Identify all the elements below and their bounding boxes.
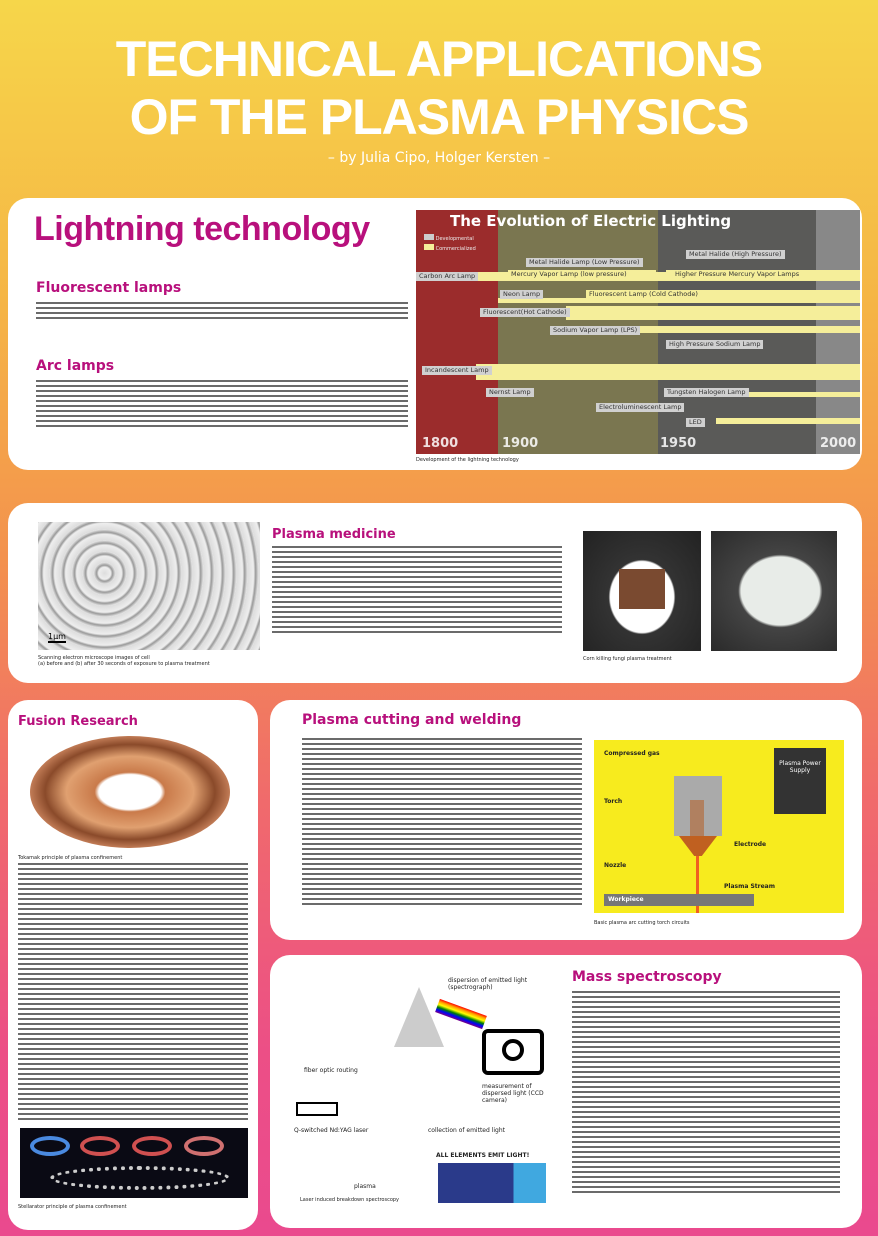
lamp-label: Carbon Arc Lamp: [416, 272, 479, 281]
lighting-section: Lightning technology Fluorescent lamps A…: [8, 198, 862, 470]
measurement-label: measurement of dispersed light (CCD came…: [482, 1083, 544, 1104]
plasma-torch-diagram: Compressed gas Torch Electrode Nozzle Pl…: [594, 740, 844, 913]
body-text-block: [18, 863, 248, 1121]
spectro-caption: Laser induced breakdown spectroscopy: [300, 1197, 400, 1203]
lamp-label: LED: [686, 418, 705, 427]
nozzle-label: Nozzle: [604, 862, 627, 869]
micrograph-caption: Scanning electron microscope images of c…: [38, 655, 150, 661]
periodic-table-title: ALL ELEMENTS EMIT LIGHT!: [436, 1152, 530, 1159]
arc-heading: Arc lamps: [36, 358, 115, 374]
spectrum-rays: [435, 998, 487, 1030]
body-text-block: [36, 302, 408, 322]
treated-corn-photo: [583, 531, 701, 651]
lamp-label: Metal Halide Lamp (Low Pressure): [526, 258, 643, 267]
lamp-label: Higher Pressure Mercury Vapor Lamps: [672, 270, 803, 279]
libs-diagram: dispersion of emitted light (spectrograp…: [286, 967, 556, 1212]
power-supply-label: Plasma Power Supply: [774, 748, 826, 814]
dispersion-label: dispersion of emitted light (spectrograp…: [448, 977, 528, 991]
gas-label: Compressed gas: [604, 750, 660, 757]
spectroscopy-section: dispersion of emitted light (spectrograp…: [270, 955, 862, 1228]
plasma-label: plasma: [354, 1183, 376, 1190]
electrode-label: Electrode: [734, 841, 767, 848]
body-text-block: [302, 738, 582, 906]
lighting-evolution-chart: The Evolution of Electric Lighting Devel…: [416, 210, 860, 454]
cutting-heading: Plasma cutting and welding: [302, 712, 522, 728]
periodic-table-image: [438, 1163, 546, 1203]
prism-icon: [394, 987, 444, 1047]
tokamak-image: [30, 736, 230, 848]
lamp-label: Electroluminescent Lamp: [596, 403, 685, 412]
cutting-section: Plasma cutting and welding Compressed ga…: [270, 700, 862, 940]
micrograph-caption: (a) before and (b) after 30 seconds of e…: [38, 661, 210, 667]
spectro-heading: Mass spectroscopy: [572, 969, 722, 985]
section-title: Lightning technology: [34, 210, 370, 248]
medicine-section: 1μm Scanning electron microscope images …: [8, 503, 862, 683]
year-tick: 2000: [820, 436, 857, 451]
body-text-block: [36, 380, 408, 430]
lamp-label: Sodium Vapor Lamp (LPS): [550, 326, 641, 335]
laser-icon: [296, 1102, 338, 1116]
workpiece-label: Workpiece: [608, 896, 644, 903]
authors: – by Julia Cipo, Holger Kersten –: [327, 150, 551, 166]
stellarator-image: [20, 1128, 248, 1198]
poster-title-line1: TECHNICAL APPLICATIONS: [115, 31, 764, 87]
poster-title-line2: OF THE PLASMA PHYSICS: [129, 89, 750, 145]
torch-label: Torch: [604, 798, 623, 805]
chart-legend: Developmental Commercialized: [424, 234, 476, 254]
scale-bar-label: 1μm: [48, 632, 66, 643]
chart-caption: Development of the lightning technology: [416, 457, 519, 463]
fluorescent-heading: Fluorescent lamps: [36, 280, 182, 296]
lamp-label: Tungsten Halogen Lamp: [664, 388, 749, 397]
fusion-heading: Fusion Research: [18, 714, 138, 729]
medicine-heading: Plasma medicine: [272, 527, 396, 542]
cutting-caption: Basic plasma arc cutting torch circuits: [594, 920, 690, 926]
electron-micrograph-image: 1μm: [38, 522, 260, 650]
lamp-label: High Pressure Sodium Lamp: [666, 340, 764, 349]
lamp-label: Nernst Lamp: [486, 388, 534, 397]
body-text-block: [572, 991, 840, 1195]
laser-label: Q-switched Nd:YAG laser: [294, 1127, 369, 1134]
photo-caption: Corn killing fungi plasma treatment: [583, 656, 672, 662]
untreated-photo: [711, 531, 837, 651]
year-tick: 1950: [660, 436, 697, 451]
camera-icon: [482, 1029, 544, 1075]
lamp-label: Metal Halide (High Pressure): [686, 250, 785, 259]
lamp-label: Fluorescent Lamp (Cold Cathode): [586, 290, 701, 299]
lamp-label: Fluorescent(Hot Cathode): [480, 308, 570, 317]
body-text-block: [272, 546, 562, 634]
stellarator-caption: Stellarator principle of plasma confinem…: [18, 1204, 127, 1210]
fusion-section: Fusion Research Tokamak principle of pla…: [8, 700, 258, 1230]
collection-label: collection of emitted light: [428, 1127, 505, 1134]
tokamak-caption: Tokamak principle of plasma confinement: [18, 855, 123, 861]
plasma-stream-label: Plasma Stream: [724, 883, 775, 890]
year-tick: 1800: [422, 436, 459, 451]
workpiece: Workpiece: [604, 894, 754, 906]
lamp-label: Neon Lamp: [500, 290, 544, 299]
chart-title: The Evolution of Electric Lighting: [450, 212, 732, 230]
year-tick: 1900: [502, 436, 539, 451]
lamp-label: Incandescent Lamp: [422, 366, 492, 375]
fiber-label: fiber optic routing: [304, 1067, 358, 1074]
lamp-label: Mercury Vapor Lamp (low pressure): [508, 270, 630, 279]
